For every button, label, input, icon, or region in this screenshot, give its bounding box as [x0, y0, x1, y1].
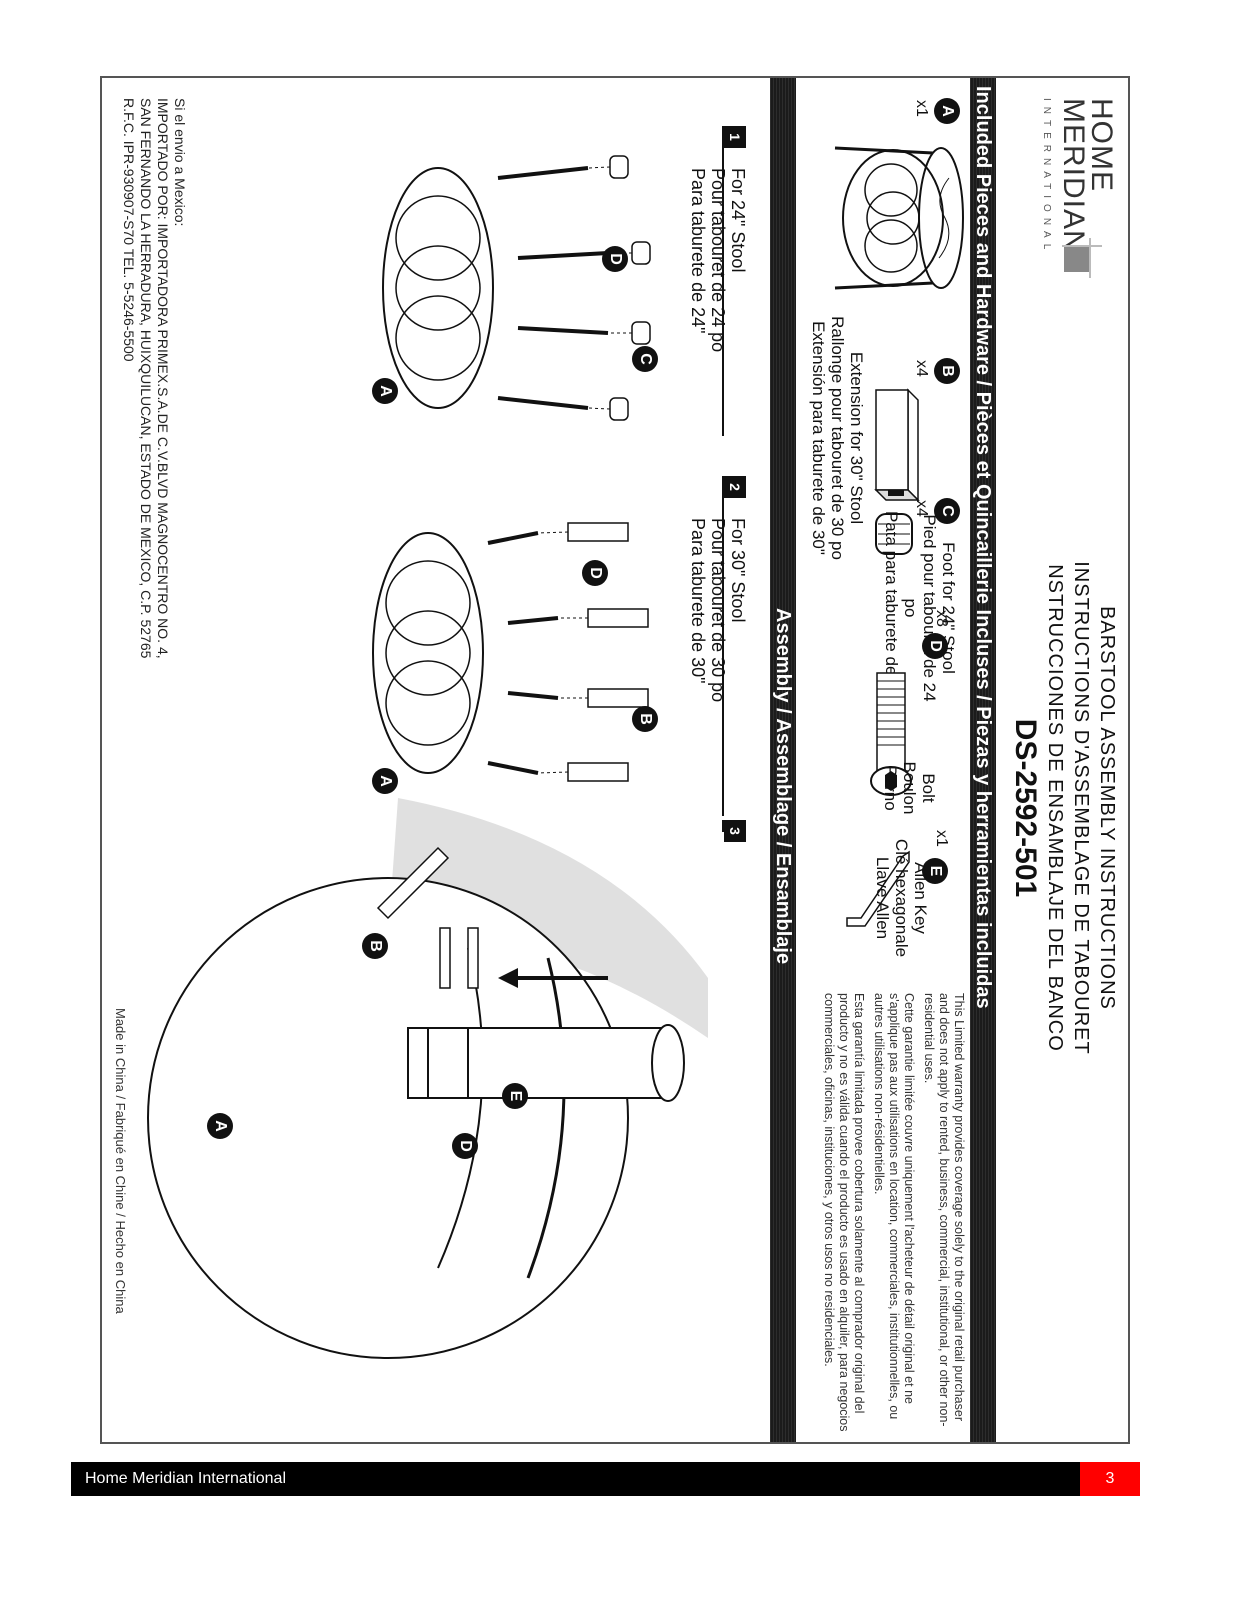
mexico-line-2: IMPORTADO POR: IMPORTADORA PRIMEX.S.A.DE… — [155, 98, 171, 659]
warranty-en: This Limited warranty provides coverage … — [922, 993, 966, 1427]
foot-piece-icon — [875, 513, 913, 555]
part-b-label: Extension for 30" Stool Rallonge pour ta… — [809, 278, 866, 598]
step-2-badge-b: B — [632, 706, 658, 732]
warranty-text: This Limited warranty provides coverage … — [816, 993, 966, 1433]
step-3-badge-b: B — [362, 933, 388, 959]
step-1-badge-d: D — [602, 246, 628, 272]
logo-home: HOME — [1085, 98, 1118, 192]
step-1-badge-a: A — [372, 378, 398, 404]
step-1-diagram — [382, 155, 651, 421]
step-2-badge-d: D — [582, 560, 608, 586]
footer-company: Home Meridian International — [85, 1470, 286, 1487]
bolt-piece-icon — [870, 672, 912, 796]
part-b-label-es: Extensión para taburete de 30" — [809, 321, 828, 555]
step-3-badge-e: E — [502, 1083, 528, 1109]
part-e-label-es: Llave Allen — [873, 856, 892, 940]
step-1-number: 1 — [724, 126, 746, 148]
step-2-diagram — [372, 522, 649, 782]
part-c-label-en: Foot for 24" Stool — [939, 542, 958, 674]
model-number: DS-2592-501 — [1009, 718, 1042, 898]
title-en: BARSTOOL ASSEMBLY INSTRUCTIONS — [1096, 606, 1118, 1010]
rotated-manual-page: HOME MERIDIAN INTERNATIONAL BARSTOOL ASS… — [102, 78, 1128, 1442]
title-es: NSTRUCCIONES DE ENSAMBLAJE DEL BANCO — [1044, 564, 1066, 1052]
part-e-qty: x1 — [933, 830, 950, 847]
part-b-label-en: Extension for 30" Stool — [847, 351, 866, 525]
part-b-badge: B — [934, 358, 960, 384]
part-e-label-fr: Clé hexagonale — [892, 838, 911, 958]
part-a-qty: x1 — [913, 100, 930, 117]
part-a-badge: A — [934, 98, 960, 124]
step-1-label-en: For 24" Stool — [728, 168, 748, 273]
step-2-number: 2 — [724, 476, 746, 498]
step-2-label-fr: Pour tabouret de 30 po — [708, 518, 728, 703]
step-1-label: For 24" Stool Pour tabouret de 24 po Par… — [688, 168, 748, 352]
logo-meridian: MERIDIAN — [1057, 98, 1090, 253]
part-b-qty: x4 — [913, 360, 930, 377]
title-block: BARSTOOL ASSEMBLY INSTRUCTIONS INSTRUCTI… — [1008, 498, 1120, 1118]
warranty-fr: Cette garantie limitée couvre uniquement… — [872, 993, 916, 1420]
step-2-label-es: Para taburete de 30" — [688, 518, 708, 684]
step-2-label-en: For 30" Stool — [728, 518, 748, 623]
pieces-header-text: Included Pieces and Hardware / Pièces et… — [972, 86, 994, 1009]
step-1-badge-c: C — [632, 346, 658, 372]
mexico-line-4: R.F.C. IPR-930907-S70 TEL. 5-5246-5500 — [121, 98, 137, 362]
mexico-line-3: SAN FERNANDO LA HERRADURA, HUIXQUILUCAN,… — [138, 98, 154, 659]
part-e-label: Allen Key Clé hexagonale Llave Allen — [873, 818, 930, 978]
page-frame — [100, 76, 1130, 1444]
step-3-zoom-diagram — [147, 798, 708, 1359]
step-1-label-fr: Pour tabouret de 24 po — [708, 168, 728, 353]
mexico-import-info: Si el envio a Mexico: IMPORTADO POR: IMP… — [120, 98, 188, 798]
page-number: 3 — [1080, 1462, 1140, 1496]
title-fr: INSTRUCTIONS D'ASSEMBLAGE DE TABOURET — [1070, 561, 1092, 1055]
step-3-badge-a: A — [207, 1113, 233, 1139]
page-footer: Home Meridian International 3 — [71, 1462, 1140, 1496]
part-b-label-fr: Rallonge pour tabouret de 30 po — [828, 316, 847, 560]
warranty-es: Esta garantía limitada provee cobertura … — [822, 993, 866, 1432]
logo-international: INTERNATIONAL — [1041, 98, 1052, 256]
assembly-header-text: Assembly / Assemblage / Ensamblaje — [772, 608, 794, 965]
made-in-china: Made in China / Fabriqué en Chine / Hech… — [113, 1008, 128, 1314]
step-2-label: For 30" Stool Pour tabouret de 30 po Par… — [688, 518, 748, 702]
extension-piece-icon — [874, 388, 920, 502]
allen-key-icon — [846, 850, 910, 927]
part-e-label-en: Allen Key — [911, 862, 930, 934]
assembly-header: Assembly / Assemblage / Ensamblaje — [770, 78, 796, 1442]
step-1-label-es: Para taburete de 24" — [688, 168, 708, 334]
part-d-qty: x8 — [933, 610, 950, 627]
mexico-line-1: Si el envio a Mexico: — [172, 98, 188, 227]
stool-seat-icon — [834, 146, 964, 290]
pieces-header: Included Pieces and Hardware / Pièces et… — [970, 78, 996, 1442]
logo-cross-icon — [1062, 238, 1102, 278]
part-d-badge: D — [922, 633, 948, 659]
step-3-badge-d: D — [452, 1133, 478, 1159]
